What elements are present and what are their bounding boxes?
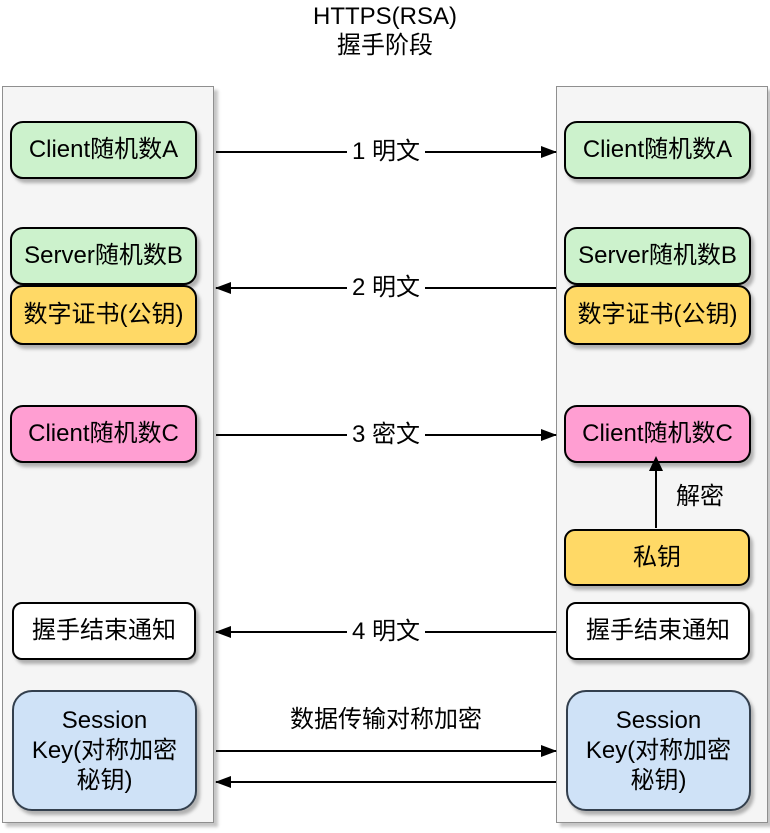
server-random-a-box: Client随机数A (564, 121, 751, 179)
arrowhead-left-icon (215, 626, 231, 638)
data-transfer-label: 数据传输对称加密 (290, 706, 482, 733)
arrowhead-right-icon (541, 745, 557, 757)
title-line-2: 握手阶段 (337, 32, 433, 59)
step3-label: 3 密文 (346, 421, 426, 449)
arrow-step3-client-to-server: 3 密文 (216, 421, 557, 449)
client-session-key-box: Session Key(对称加密 秘钥) (12, 690, 197, 811)
server-session-key-line-1: Session (615, 706, 702, 734)
client-server-random-b-label: Server随机数B (24, 242, 183, 269)
arrowhead-right-icon (541, 146, 557, 158)
arrow-step1-client-to-server: 1 明文 (216, 138, 557, 166)
server-certificate-box: 数字证书(公钥) (564, 285, 751, 345)
client-handshake-finish-label: 握手结束通知 (32, 617, 176, 644)
server-handshake-finish-label: 握手结束通知 (586, 617, 730, 644)
client-random-a-label: Client随机数A (28, 136, 179, 163)
arrowhead-up-icon (649, 456, 663, 471)
client-session-key-line-1: Session (61, 706, 148, 734)
client-session-key-line-3: 秘钥) (76, 766, 133, 794)
arrow-step2-server-to-client: 2 明文 (215, 274, 556, 302)
client-handshake-finish-box: 握手结束通知 (12, 602, 196, 660)
server-session-key-box: Session Key(对称加密 秘钥) (566, 690, 751, 811)
server-random-a-label: Client随机数A (582, 136, 733, 163)
arrowhead-left-icon (215, 282, 231, 294)
client-certificate-label: 数字证书(公钥) (23, 301, 184, 328)
server-random-c-box: Client随机数C (564, 405, 751, 463)
client-random-c-label: Client随机数C (28, 420, 179, 447)
arrow-data-server-to-client (215, 776, 556, 788)
step1-label: 1 明文 (346, 138, 426, 166)
arrow-data-client-to-server (216, 745, 557, 757)
step2-label: 2 明文 (346, 274, 426, 302)
step4-label: 4 明文 (346, 618, 426, 646)
title-line-1: HTTPS(RSA) (313, 3, 457, 30)
client-random-c-box: Client随机数C (10, 405, 197, 463)
server-certificate-label: 数字证书(公钥) (577, 301, 738, 328)
server-private-key-label: 私钥 (633, 543, 681, 571)
arrowhead-left-icon (215, 776, 231, 788)
arrow-decrypt-up (649, 456, 663, 528)
server-server-random-b-label: Server随机数B (578, 242, 737, 269)
diagram-title: HTTPS(RSA) 握手阶段 (0, 2, 770, 60)
server-random-c-label: Client随机数C (582, 420, 733, 447)
server-handshake-finish-box: 握手结束通知 (566, 602, 750, 660)
client-random-a-box: Client随机数A (10, 121, 197, 179)
client-session-key-line-2: Key(对称加密 (31, 736, 178, 764)
server-session-key-line-3: 秘钥) (630, 766, 687, 794)
arrowhead-right-icon (541, 429, 557, 441)
client-certificate-box: 数字证书(公钥) (10, 285, 197, 345)
client-server-random-b-box: Server随机数B (10, 227, 197, 285)
decrypt-label: 解密 (676, 483, 724, 510)
server-private-key-box: 私钥 (564, 529, 750, 586)
server-session-key-line-2: Key(对称加密 (585, 736, 732, 764)
arrow-step4-server-to-client: 4 明文 (215, 618, 556, 646)
server-server-random-b-box: Server随机数B (564, 227, 751, 285)
